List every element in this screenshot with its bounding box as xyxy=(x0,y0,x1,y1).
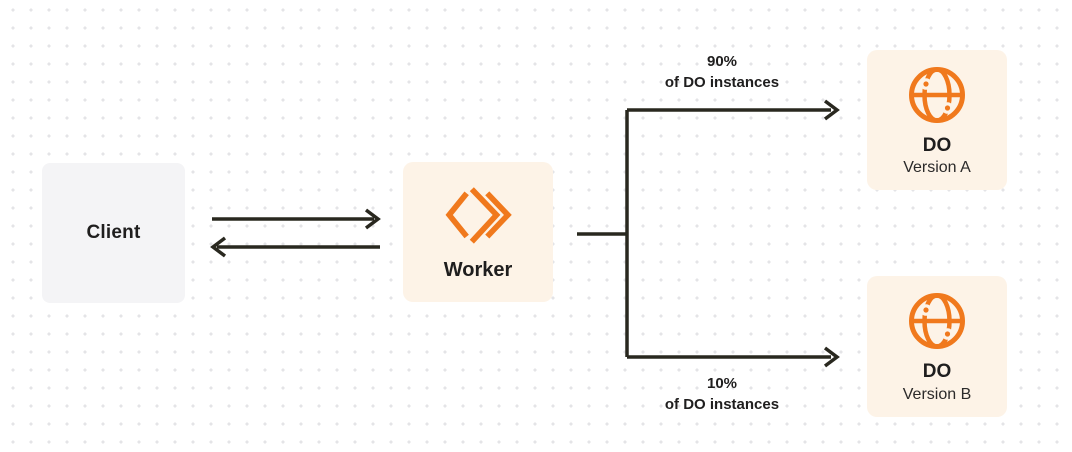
do-b-subtitle: Version B xyxy=(902,385,972,403)
split-top-percent: 90% xyxy=(706,53,738,70)
client-node: Client xyxy=(42,163,185,303)
client-worker-arrows xyxy=(210,208,381,258)
globe-icon xyxy=(905,63,969,127)
cloudflare-workers-logo-icon xyxy=(443,183,513,253)
client-label: Client xyxy=(86,222,141,243)
split-bottom-percent: 10% xyxy=(706,375,738,392)
split-arrows xyxy=(577,99,840,368)
split-bottom-label: 10% of DO instances xyxy=(602,373,842,415)
do-version-b-node: DO Version B xyxy=(867,276,1007,417)
split-bottom-caption: of DO instances xyxy=(664,396,780,413)
worker-node: Worker xyxy=(403,162,553,302)
split-top-label: 90% of DO instances xyxy=(602,51,842,93)
worker-label: Worker xyxy=(443,258,513,281)
split-top-caption: of DO instances xyxy=(664,74,780,91)
do-b-title: DO xyxy=(922,361,952,383)
do-a-title: DO xyxy=(922,134,952,156)
do-version-a-node: DO Version A xyxy=(867,50,1007,190)
globe-icon xyxy=(905,289,969,353)
do-a-subtitle: Version A xyxy=(903,159,971,177)
